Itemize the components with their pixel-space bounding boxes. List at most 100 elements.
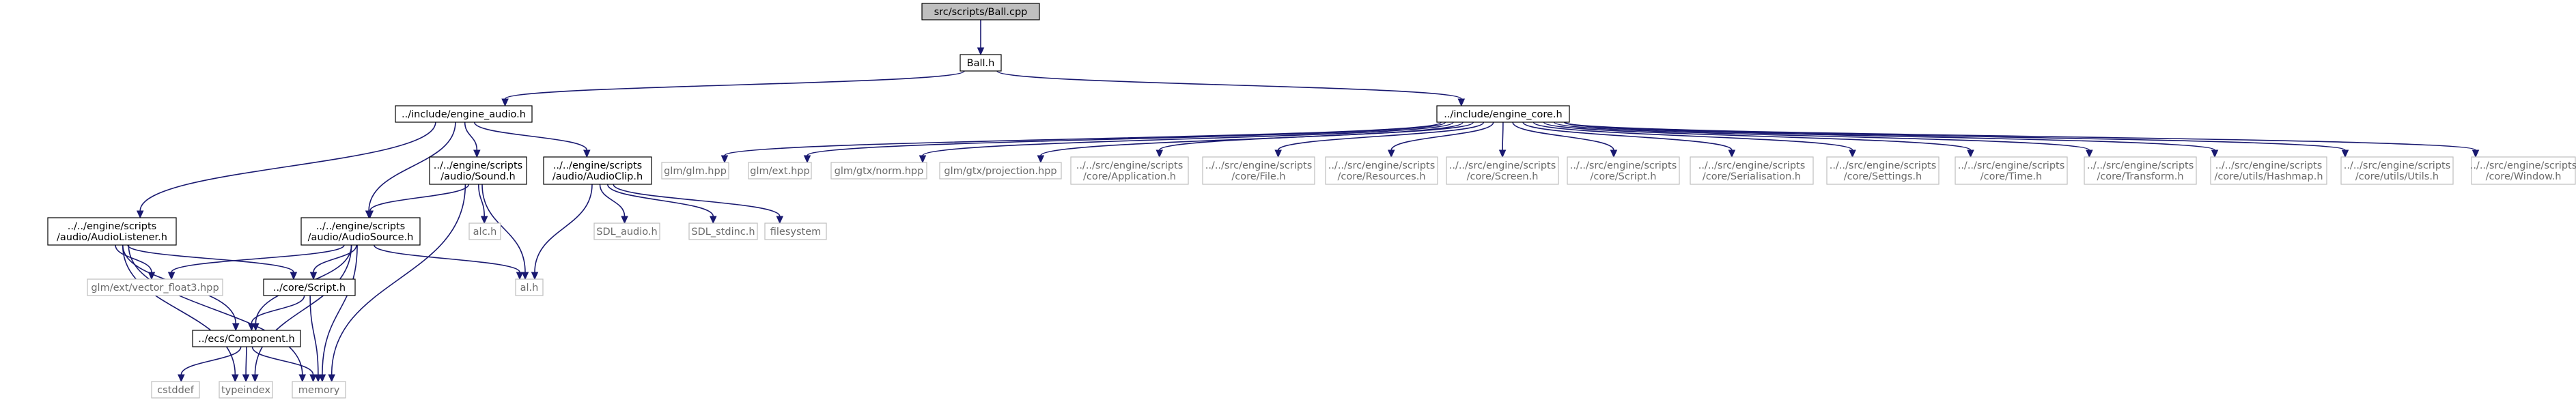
node-ecs_component[interactable]: ../ecs/Component.h bbox=[192, 330, 301, 347]
edge-audio_source-to-typeindex bbox=[254, 244, 352, 375]
arrowhead-engine_core-to-glm_ext bbox=[803, 155, 811, 164]
node-label-sdl_stdinc-line-0: SDL_stdinc.h bbox=[691, 227, 755, 238]
node-box-core_script bbox=[263, 278, 356, 296]
node-label-core_file-line-1: /core/File.h bbox=[1231, 171, 1285, 182]
node-box-vector_float3 bbox=[87, 278, 223, 296]
arrowhead-engine_core-to-core_script_src bbox=[1610, 149, 1618, 158]
node-engine_audio[interactable]: ../include/engine_audio.h bbox=[395, 105, 533, 123]
node-box-core_hashmap bbox=[2210, 156, 2327, 185]
arrowhead-engine_core-to-glm_glm bbox=[720, 155, 729, 164]
node-label-sdl_audio-line-0: SDL_audio.h bbox=[596, 227, 657, 238]
node-ball_cpp[interactable]: src/scripts/Ball.cpp bbox=[921, 3, 1040, 20]
node-audio_source[interactable]: ../../engine/scripts/audio/AudioSource.h bbox=[300, 217, 421, 246]
node-label-core_application-line-0: ../../src/engine/scripts bbox=[1076, 160, 1184, 171]
arrowhead-engine_core-to-core_serialisation bbox=[1728, 149, 1736, 158]
node-box-core_file bbox=[1202, 156, 1315, 185]
node-core_resources: ../../src/engine/scripts/core/Resources.… bbox=[1325, 156, 1438, 185]
edge-core_script-to-ecs_component bbox=[251, 295, 305, 324]
arrowhead-audio_source-to-al_h bbox=[516, 272, 524, 281]
node-box-core_settings bbox=[1826, 156, 1940, 185]
node-label-core_resources-line-1: /core/Resources.h bbox=[1337, 171, 1425, 182]
arrowhead-audio_clip-to-al_h bbox=[531, 272, 539, 281]
edge-engine_core-to-core_screen bbox=[1502, 121, 1504, 151]
node-label-audio_listener-line-1: /audio/AudioListener.h bbox=[57, 232, 167, 243]
edge-engine_core-to-core_script_src bbox=[1512, 121, 1614, 151]
edge-engine_core-to-core_settings bbox=[1532, 121, 1853, 151]
edge-ecs_component-to-memory bbox=[251, 346, 314, 375]
edge-audio_listener-to-memory bbox=[128, 244, 303, 375]
node-audio_listener[interactable]: ../../engine/scripts/audio/AudioListener… bbox=[47, 217, 177, 246]
node-label-audio_source-line-1: /audio/AudioSource.h bbox=[308, 232, 414, 243]
node-label-memory-line-0: memory bbox=[298, 385, 340, 396]
edge-ball_h-to-engine_core bbox=[996, 70, 1462, 100]
node-label-core_hashmap-line-1: /core/utils/Hashmap.h bbox=[2214, 171, 2323, 182]
arrowhead-engine_audio-to-audio_sound bbox=[473, 149, 481, 158]
node-box-core_application bbox=[1070, 156, 1189, 185]
node-ball_h[interactable]: Ball.h bbox=[960, 54, 1002, 72]
node-box-sdl_audio bbox=[593, 222, 660, 240]
node-label-core_settings-line-1: /core/Settings.h bbox=[1844, 171, 1922, 182]
arrowhead-audio_clip-to-sdl_audio bbox=[621, 216, 628, 225]
node-label-audio_clip-line-1: /audio/AudioClip.h bbox=[552, 171, 643, 182]
node-engine_core[interactable]: ../include/engine_core.h bbox=[1436, 105, 1570, 123]
edge-audio_source-to-memory bbox=[322, 244, 358, 375]
node-glm_ext: glm/ext.hpp bbox=[748, 162, 812, 180]
node-alc_h: alc.h bbox=[468, 222, 501, 240]
node-audio_sound[interactable]: ../../engine/scripts/audio/Sound.h bbox=[429, 156, 527, 185]
edge-engine_core-to-core_transform bbox=[1553, 121, 2090, 151]
node-box-audio_clip bbox=[543, 156, 652, 185]
arrowhead-audio_listener-to-core_script bbox=[290, 272, 298, 281]
arrowhead-engine_core-to-core_time bbox=[1967, 149, 1974, 158]
edge-engine_core-to-core_window bbox=[1565, 121, 2476, 151]
edge-engine_core-to-glm_glm bbox=[724, 121, 1442, 156]
arrowhead-ecs_component-to-typeindex bbox=[242, 374, 250, 383]
node-label-core_serialisation-line-0: ../../src/engine/scripts bbox=[1698, 160, 1806, 171]
arrowhead-audio_listener-to-typeindex bbox=[232, 374, 239, 383]
node-core_time: ../../src/engine/scripts/core/Time.h bbox=[1955, 156, 2068, 185]
node-box-glm_norm bbox=[830, 162, 927, 180]
edges-layer bbox=[115, 20, 2480, 383]
node-box-core_utils bbox=[2340, 156, 2454, 185]
arrowhead-audio_source-to-core_script bbox=[309, 272, 318, 281]
node-label-core_script_src-line-0: ../../src/engine/scripts bbox=[1570, 160, 1677, 171]
node-label-engine_core-line-0: ../include/engine_core.h bbox=[1444, 109, 1562, 120]
arrowhead-engine_core-to-glm_norm bbox=[919, 155, 927, 164]
node-label-core_screen-line-0: ../../src/engine/scripts bbox=[1449, 160, 1556, 171]
node-label-typeindex-line-0: typeindex bbox=[221, 385, 270, 396]
arrowhead-core_script-to-memory bbox=[314, 374, 322, 383]
node-box-core_screen bbox=[1446, 156, 1559, 185]
arrowhead-audio_sound-to-memory bbox=[328, 374, 335, 383]
node-audio_clip[interactable]: ../../engine/scripts/audio/AudioClip.h bbox=[543, 156, 652, 185]
edge-ball_h-to-engine_audio bbox=[504, 70, 965, 100]
edge-audio_sound-to-al_h bbox=[481, 184, 526, 273]
node-label-audio_clip-line-0: ../../engine/scripts bbox=[553, 160, 643, 171]
node-core_script[interactable]: ../core/Script.h bbox=[263, 278, 356, 296]
arrowhead-audio_source-to-vector_float3 bbox=[167, 272, 176, 281]
node-box-al_h bbox=[515, 278, 544, 296]
node-label-core_settings-line-0: ../../src/engine/scripts bbox=[1830, 160, 1937, 171]
node-label-core_transform-line-1: /core/Transform.h bbox=[2097, 171, 2183, 182]
node-sdl_stdinc: SDL_stdinc.h bbox=[688, 222, 758, 240]
arrowhead-engine_core-to-core_application bbox=[1156, 149, 1164, 158]
node-core_file: ../../src/engine/scripts/core/File.h bbox=[1202, 156, 1315, 185]
node-box-memory bbox=[292, 381, 346, 399]
arrowhead-engine_core-to-glm_projection bbox=[1037, 155, 1045, 164]
node-label-core_time-line-1: /core/Time.h bbox=[1980, 171, 2042, 182]
node-label-core_window-line-0: ../../src/engine/scripts bbox=[2470, 160, 2576, 171]
node-core_settings: ../../src/engine/scripts/core/Settings.h bbox=[1826, 156, 1940, 185]
arrowhead-engine_core-to-core_resources bbox=[1387, 149, 1395, 158]
arrowhead-audio_clip-to-filesystem bbox=[776, 216, 784, 225]
edge-engine_audio-to-audio_listener bbox=[139, 121, 436, 212]
node-vector_float3: glm/ext/vector_float3.hpp bbox=[87, 278, 223, 296]
node-typeindex: typeindex bbox=[219, 381, 273, 399]
node-box-engine_audio bbox=[395, 105, 533, 123]
edge-engine_core-to-core_file bbox=[1277, 121, 1485, 151]
node-core_window: ../../src/engine/scripts/core/Window.h bbox=[2470, 156, 2576, 185]
arrowhead-engine_core-to-core_utils bbox=[2341, 149, 2349, 158]
edge-audio_sound-to-audio_source bbox=[369, 184, 470, 212]
arrowhead-ball_h-to-engine_core bbox=[1457, 98, 1466, 107]
node-box-core_time bbox=[1955, 156, 2068, 185]
edge-engine_core-to-glm_ext bbox=[807, 121, 1446, 156]
